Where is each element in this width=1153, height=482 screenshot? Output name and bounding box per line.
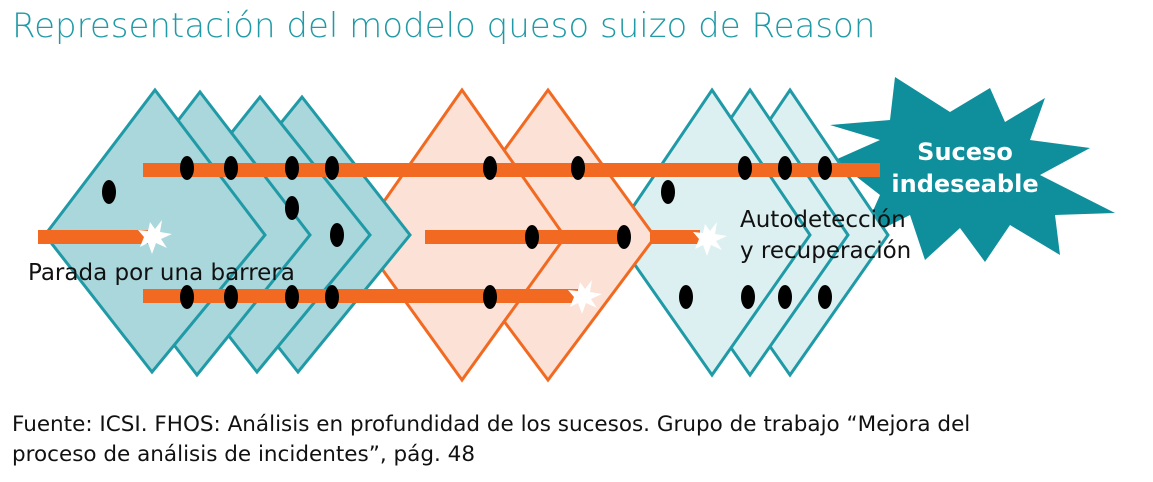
undesired-event-label-line1: Suceso xyxy=(917,138,1013,166)
source-citation: Fuente: ICSI. FHOS: Análisis en profundi… xyxy=(12,410,970,470)
self-detection-label-line2: y recuperación xyxy=(740,238,911,264)
hole xyxy=(525,225,539,249)
hole xyxy=(571,156,585,180)
undesired-event-label-line2: indeseable xyxy=(891,170,1038,198)
hole xyxy=(741,285,755,309)
hole xyxy=(661,180,675,204)
hole xyxy=(330,223,344,247)
hole xyxy=(778,156,792,180)
hole xyxy=(738,156,752,180)
hole xyxy=(818,285,832,309)
trajectory-middle-end xyxy=(650,230,700,244)
trajectory-stopped xyxy=(38,230,148,244)
trajectory-bottom xyxy=(143,289,578,303)
hole xyxy=(778,285,792,309)
hole xyxy=(224,156,238,180)
impact-star-icon xyxy=(138,220,172,254)
impact-star-icon xyxy=(568,280,602,314)
self-detection-label-line1: Autodetección xyxy=(740,207,906,233)
holes xyxy=(102,156,832,309)
hole xyxy=(617,225,631,249)
hole xyxy=(102,180,116,204)
hole xyxy=(224,285,238,309)
source-line-1: Fuente: ICSI. FHOS: Análisis en profundi… xyxy=(12,412,971,437)
hole xyxy=(483,285,497,309)
page-title: Representación del modelo queso suizo de… xyxy=(12,6,876,46)
hole xyxy=(325,156,339,180)
hole xyxy=(285,285,299,309)
undesired-event-starburst xyxy=(830,77,1115,262)
trajectory-top xyxy=(143,163,880,177)
swiss-cheese-diagram: Parada por una barrera Autodetección y r… xyxy=(28,77,1115,383)
hole xyxy=(325,285,339,309)
hole xyxy=(483,156,497,180)
hole xyxy=(285,196,299,220)
hole xyxy=(679,285,693,309)
source-line-2: proceso de análisis de incidentes”, pág.… xyxy=(12,442,476,467)
impact-star-icon xyxy=(693,222,727,256)
hole xyxy=(818,156,832,180)
stopped-by-barrier-label: Parada por una barrera xyxy=(28,260,295,286)
hole xyxy=(180,285,194,309)
hole xyxy=(180,156,194,180)
hole xyxy=(285,156,299,180)
